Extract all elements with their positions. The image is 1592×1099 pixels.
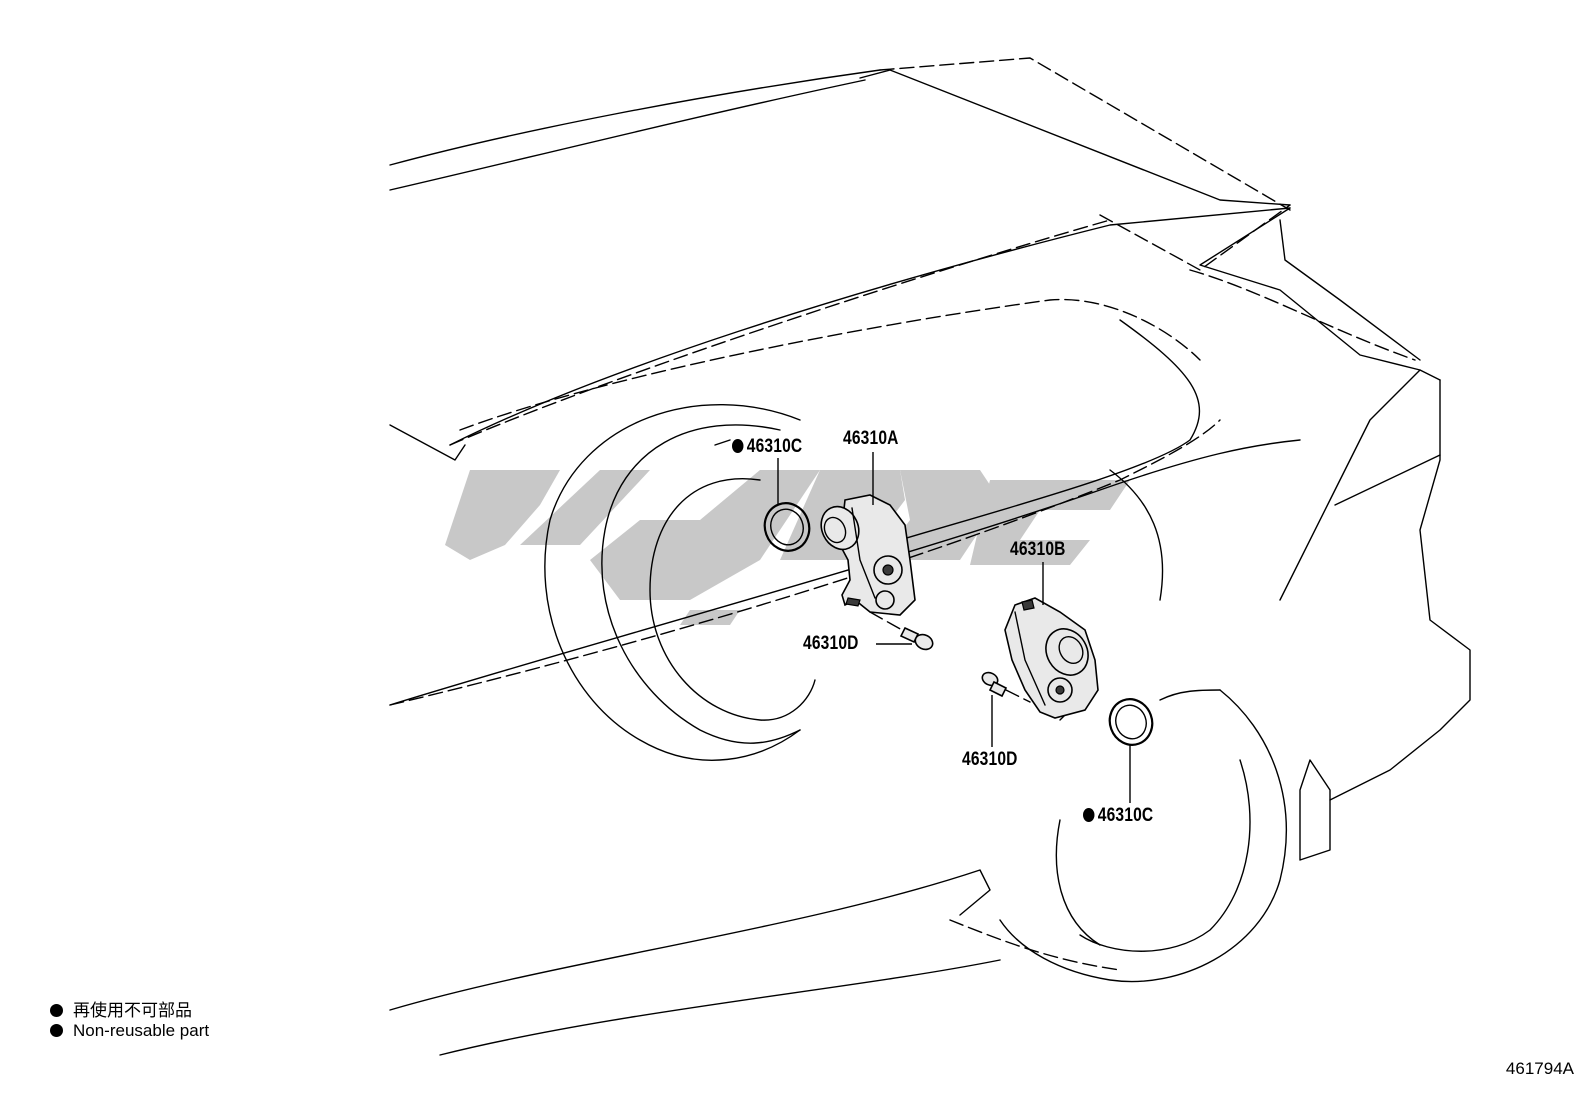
callout-bolt-right: 46310D — [962, 749, 1018, 770]
legend-bullet-icon — [50, 1004, 63, 1017]
callout-actuator-a: 46310A — [843, 428, 899, 449]
front-wheel — [544, 403, 816, 761]
bolt-left — [869, 611, 934, 651]
non-reusable-bullet-icon — [732, 439, 744, 453]
callout-seal-left: 46310C — [732, 436, 802, 458]
legend-bullet-icon — [50, 1024, 63, 1037]
actuator-a — [820, 494, 916, 616]
actuator-b — [1004, 597, 1099, 719]
legend-line-japanese: 再使用不可部品 — [50, 996, 192, 1021]
callout-actuator-b: 46310B — [1010, 539, 1066, 560]
seal-ring-left — [763, 502, 811, 552]
leader-lines — [777, 452, 1131, 803]
rear-wheel — [999, 469, 1287, 983]
bolt-right — [981, 671, 1031, 703]
legend-line-english: Non-reusable part — [50, 1021, 209, 1041]
vehicle-outline — [389, 57, 1471, 1056]
seal-ring-right — [1108, 698, 1154, 746]
figure-id: 461794A — [1505, 1059, 1574, 1078]
callout-seal-right: 46310C — [1083, 805, 1153, 827]
callout-bolt-left: 46310D — [803, 633, 859, 654]
non-reusable-bullet-icon — [1083, 808, 1095, 822]
